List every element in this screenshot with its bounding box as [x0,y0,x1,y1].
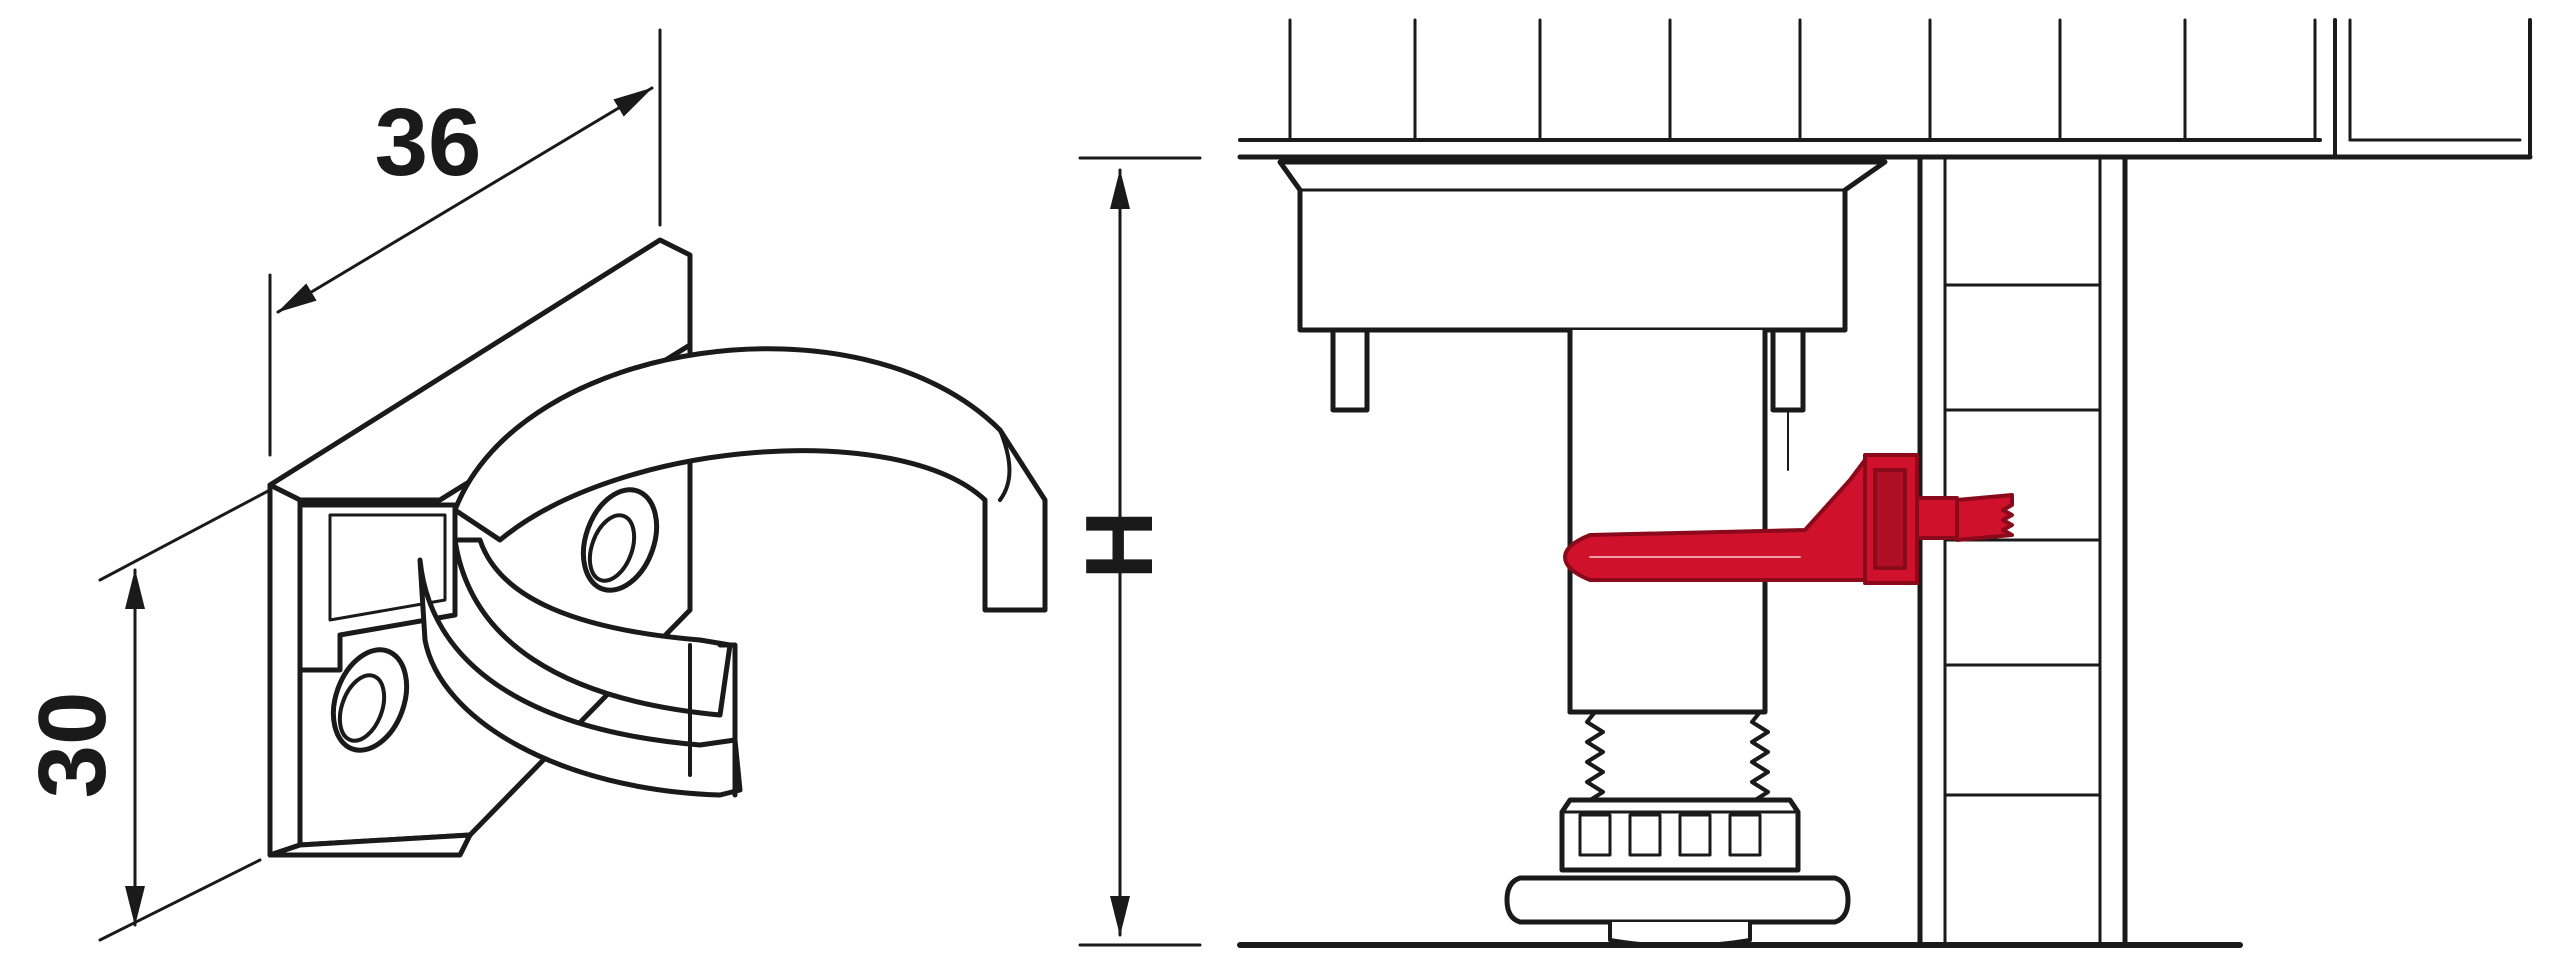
height-dimension [98,488,272,942]
leg-mounting-plate [1277,159,1888,333]
clip-back-plate [267,482,303,858]
leg-foot [1504,875,1851,925]
height-dimension-label: 30 [19,692,126,799]
height-h-label: H [1066,510,1173,579]
width-dimension [268,28,662,457]
leg-peg-left [1330,327,1370,413]
plinth-clip-highlight [1563,453,2014,585]
cabinet-carcass [1237,18,2533,160]
clip-isometric-view [98,28,1048,942]
leg-thread [1585,710,1770,814]
height-h-dimension [1078,156,1202,947]
clamp-arc-back [452,346,1048,613]
clip-screw-shaft-red [1915,496,1959,540]
width-dimension-label: 36 [375,89,482,196]
leg-shaft [1567,327,1768,715]
clip-body-red [1563,458,1867,582]
installation-view [1078,18,2533,948]
leg-peg-right [1770,327,1806,413]
clip-screw-thread-red [1955,493,2014,542]
plinth-panel [1917,154,2128,948]
clamp-arc-front [417,557,743,798]
